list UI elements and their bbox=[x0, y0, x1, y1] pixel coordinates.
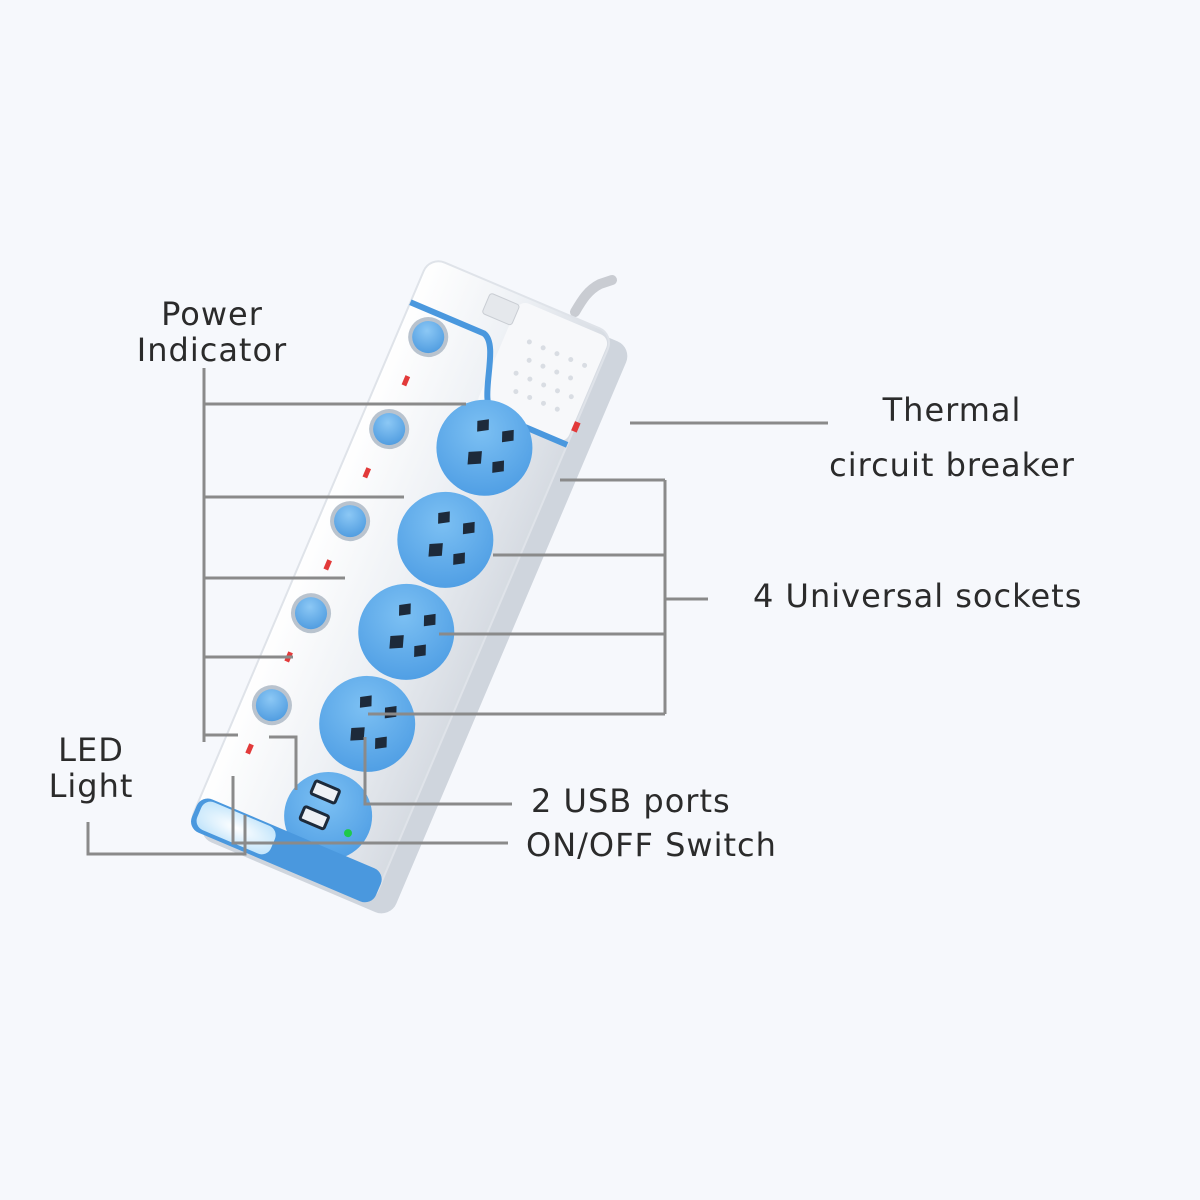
usb-port-icon[interactable] bbox=[309, 779, 341, 805]
power-indicator-light bbox=[245, 743, 254, 755]
power-indicator-label-line-2: Indicator bbox=[136, 331, 288, 369]
power-indicator-light bbox=[362, 467, 372, 479]
leader-lines bbox=[86, 368, 828, 856]
thermal-breaker-label: Thermal circuit breaker bbox=[829, 392, 1075, 483]
power-indicator-label-line-1: Power bbox=[161, 295, 263, 333]
power-strip bbox=[191, 260, 628, 914]
thermal-breaker-label-line-1: Thermal bbox=[882, 391, 1022, 429]
power-indicator-light bbox=[401, 375, 411, 387]
led-light-label-line-1: LED bbox=[58, 731, 124, 769]
universal-socket-icon bbox=[358, 583, 455, 680]
switch-button-icon[interactable] bbox=[366, 405, 413, 452]
thermal-breaker-indicator bbox=[571, 421, 581, 433]
outlet-row-3 bbox=[323, 498, 455, 680]
universal-socket-icon bbox=[319, 675, 416, 772]
universal-socket-icon bbox=[397, 491, 494, 588]
strip-head bbox=[478, 303, 608, 441]
usb-port-icon[interactable] bbox=[298, 805, 330, 831]
switch-button-icon[interactable] bbox=[248, 682, 295, 729]
power-indicator-light bbox=[323, 559, 332, 571]
switch-button-icon[interactable] bbox=[287, 590, 334, 637]
power-indicator-label: Power Indicator bbox=[137, 296, 287, 368]
switch-button-icon[interactable] bbox=[405, 313, 452, 360]
universal-socket-icon bbox=[436, 399, 533, 496]
led-light-glow bbox=[196, 801, 276, 855]
head-vents bbox=[513, 339, 588, 412]
usb-row bbox=[245, 682, 373, 860]
thermal-breaker-label-line-2: circuit breaker bbox=[829, 446, 1075, 484]
logo-badge bbox=[482, 293, 520, 326]
led-light-label: LED Light bbox=[49, 732, 134, 804]
outlet-row-4 bbox=[284, 590, 416, 772]
outlet-row-2 bbox=[362, 405, 494, 588]
on-off-switch-label: ON/OFF Switch bbox=[526, 826, 777, 864]
outlet-row-1 bbox=[401, 313, 533, 496]
usb-ports-label: 2 USB ports bbox=[531, 782, 731, 820]
power-cord-icon bbox=[570, 275, 617, 317]
usb-status-led bbox=[344, 829, 353, 838]
universal-sockets-label: 4 Universal sockets bbox=[753, 577, 1083, 615]
switch-button-icon[interactable] bbox=[326, 498, 373, 545]
led-light-label-line-2: Light bbox=[48, 767, 134, 805]
